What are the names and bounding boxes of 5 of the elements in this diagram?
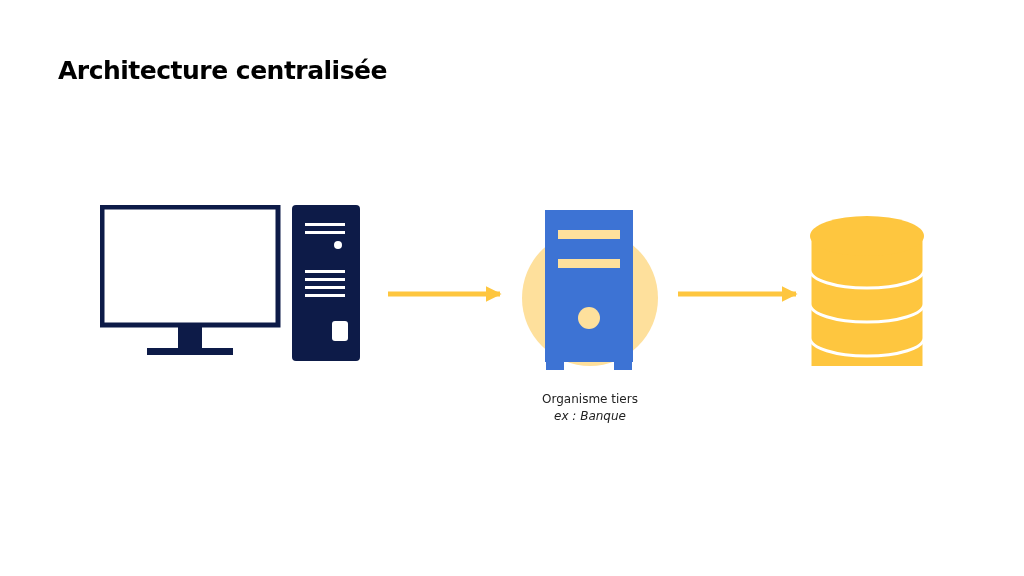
arrow (388, 286, 502, 302)
node-subcaption: ex : Banque (553, 409, 627, 423)
title: Architecture centralisée (58, 56, 387, 85)
node-caption: Organisme tiers (541, 392, 639, 406)
arrow (678, 286, 798, 302)
